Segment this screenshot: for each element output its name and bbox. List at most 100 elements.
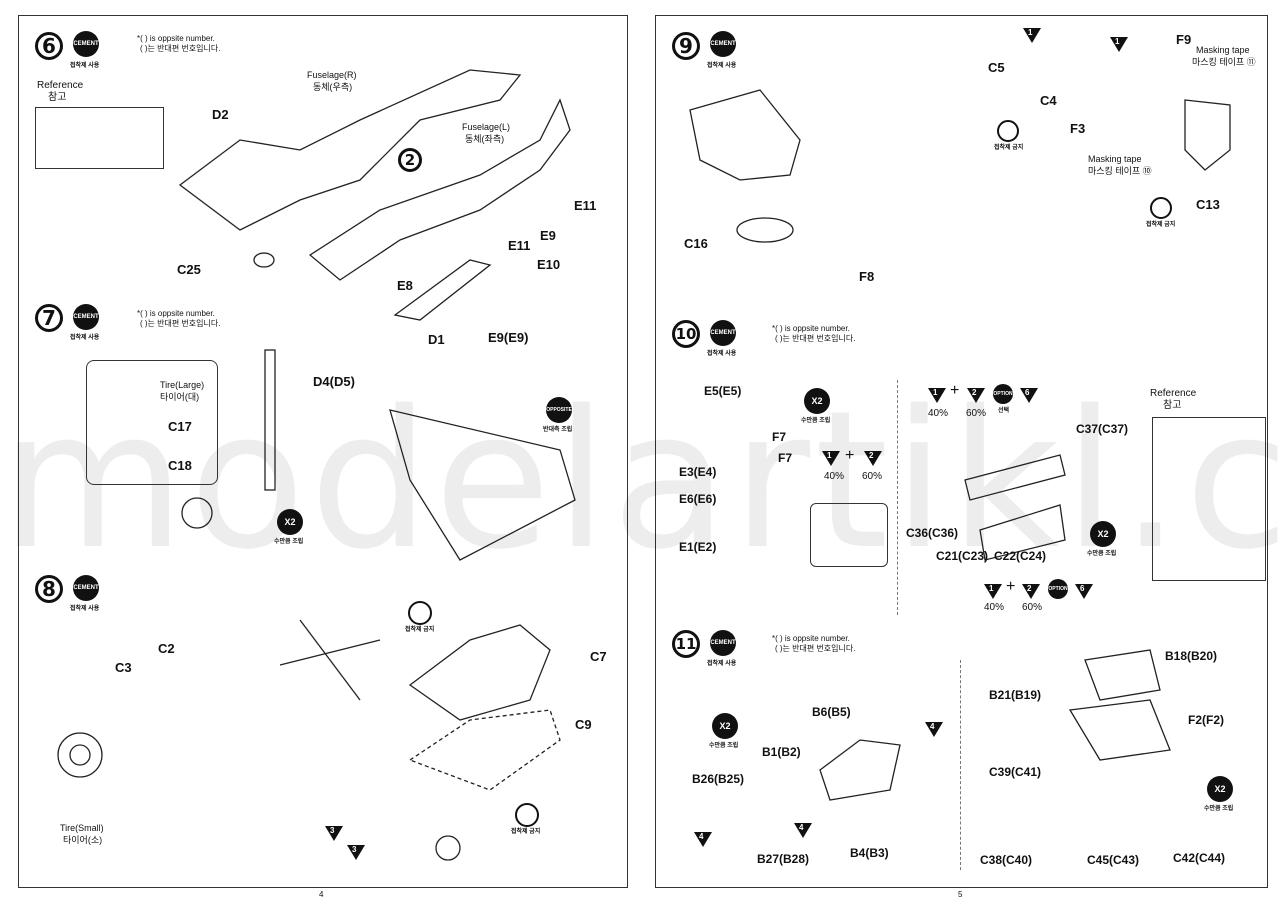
part-label: E11 [574, 198, 597, 213]
triangle-4-icon: 4 [694, 832, 712, 847]
part-label: C45(C43) [1087, 853, 1140, 867]
option-icon: OPTION [993, 384, 1013, 404]
part-label: E3(E4) [679, 465, 717, 479]
no-cement-caption: 접착제 금지 [1146, 222, 1176, 228]
x2-icon: X2 [804, 388, 830, 414]
opposite-note-en: *( ) is oppsite number. [772, 324, 850, 333]
part-label: C7 [590, 649, 607, 664]
part-label: C17 [168, 419, 192, 434]
cement-caption: 접착제 사용 [70, 606, 100, 612]
part-label: C37(C37) [1076, 422, 1129, 436]
tire-small-drawing [57, 732, 103, 778]
b6-drawing [819, 739, 901, 801]
ratio-label: 60% [966, 408, 987, 419]
part-label: B26(B25) [692, 772, 745, 786]
triangle-2-icon: 2 [967, 388, 985, 403]
ratio-label: 60% [862, 471, 883, 482]
tire-large-drawing [181, 497, 213, 529]
tire-detail-box [86, 360, 218, 485]
triangle-4-icon: 4 [925, 722, 943, 737]
part-label: D2 [212, 107, 229, 122]
part-label: E9(E9) [488, 330, 529, 345]
triangle-4-icon: 4 [794, 823, 812, 838]
opposite-icon: OPPOSITE [546, 397, 572, 423]
d1-drawing [393, 259, 492, 321]
part-label: E8 [397, 278, 413, 293]
reference-label: Reference [1150, 388, 1197, 399]
triangle-6-icon: 6 [1020, 388, 1038, 403]
step11-divider [960, 660, 961, 870]
cement-icon: CEMENT [710, 320, 736, 346]
cement-caption: 접착제 사용 [707, 351, 737, 357]
cement-icon: CEMENT [73, 304, 99, 330]
no-cement-icon [408, 601, 432, 625]
part-label: Masking tape [1088, 154, 1142, 164]
cement-caption: 접착제 사용 [70, 335, 100, 341]
page-number-left: 4 [319, 890, 324, 899]
fuselage-left-drawing [308, 98, 571, 281]
c16-drawing [736, 217, 794, 243]
step10-pod-drawing [979, 504, 1066, 561]
part-label: Fuselage(L) [462, 122, 511, 132]
part-label: B6(B5) [812, 705, 851, 719]
part-label: B21(B19) [989, 688, 1042, 702]
part-label: B4(B3) [850, 846, 889, 860]
x2-caption: 수만큼 조립 [801, 418, 831, 424]
triangle-1-icon: 1 [1110, 37, 1128, 52]
no-cement-caption: 접착제 금지 [511, 829, 541, 835]
b21-drawing [1068, 699, 1171, 761]
c9-drawing [408, 709, 561, 791]
plus-sign: + [950, 382, 960, 399]
c25-drawing [253, 252, 275, 268]
reference-label-ko: 참고 [1163, 400, 1182, 411]
part-label: C9 [575, 717, 592, 732]
fuselage-right-drawing [178, 69, 522, 231]
part-label: F7 [778, 451, 793, 465]
triangle-2-icon: 2 [1022, 584, 1040, 599]
triangle-1-icon: 1 [984, 584, 1002, 599]
triangle-3-icon: 3 [325, 826, 343, 841]
x2-icon: X2 [712, 713, 738, 739]
part-label: E9 [540, 228, 556, 243]
cement-icon: CEMENT [710, 31, 736, 57]
gear-leg-drawing [264, 349, 276, 491]
step10-pylon-drawing [964, 454, 1066, 501]
triangle-1-icon: 1 [822, 451, 840, 466]
option-caption: 선택 [998, 408, 1010, 414]
step-10-number: 10 [672, 320, 700, 348]
step-9-number: 9 [672, 32, 700, 60]
part-label: E6(E6) [679, 492, 717, 506]
part-label: 동체(우측) [313, 82, 353, 92]
cement-icon: CEMENT [73, 575, 99, 601]
c7-drawing [408, 624, 551, 721]
part-label: C21(C23) [936, 549, 989, 563]
x2-icon: X2 [277, 509, 303, 535]
part-label: 마스킹 테이프 ⑩ [1088, 166, 1152, 176]
opposite-note-en: *( ) is oppsite number. [137, 34, 215, 43]
part-label: 동체(좌측) [465, 134, 505, 144]
part-label: C22(C24) [994, 549, 1047, 563]
no-cement-icon [1150, 197, 1172, 219]
part-label: C38(C40) [980, 853, 1033, 867]
part-label: C2 [158, 641, 175, 656]
part-label: D1 [428, 332, 445, 347]
c13-drawing [1184, 99, 1231, 171]
x2-caption: 수만큼 조립 [1204, 806, 1234, 812]
no-cement-icon [515, 803, 539, 827]
part-label: E10 [537, 257, 561, 272]
detail-callout [810, 503, 888, 567]
x2-icon: X2 [1090, 521, 1116, 547]
opposite-note-ko: ( )는 반대편 번호입니다. [140, 44, 221, 53]
opposite-note-en: *( ) is oppsite number. [137, 309, 215, 318]
triangle-6-icon: 6 [1075, 584, 1093, 599]
right-page [655, 15, 1268, 888]
substep-2-number: 2 [398, 148, 422, 172]
part-label: C13 [1196, 197, 1220, 212]
part-label: Fuselage(R) [307, 70, 357, 80]
option-icon: OPTION [1048, 579, 1068, 599]
part-label: C25 [177, 262, 201, 277]
opposite-note-ko: ( )는 반대편 번호입니다. [140, 319, 221, 328]
step-8-number: 8 [35, 575, 63, 603]
triangle-2-icon: 2 [864, 451, 882, 466]
